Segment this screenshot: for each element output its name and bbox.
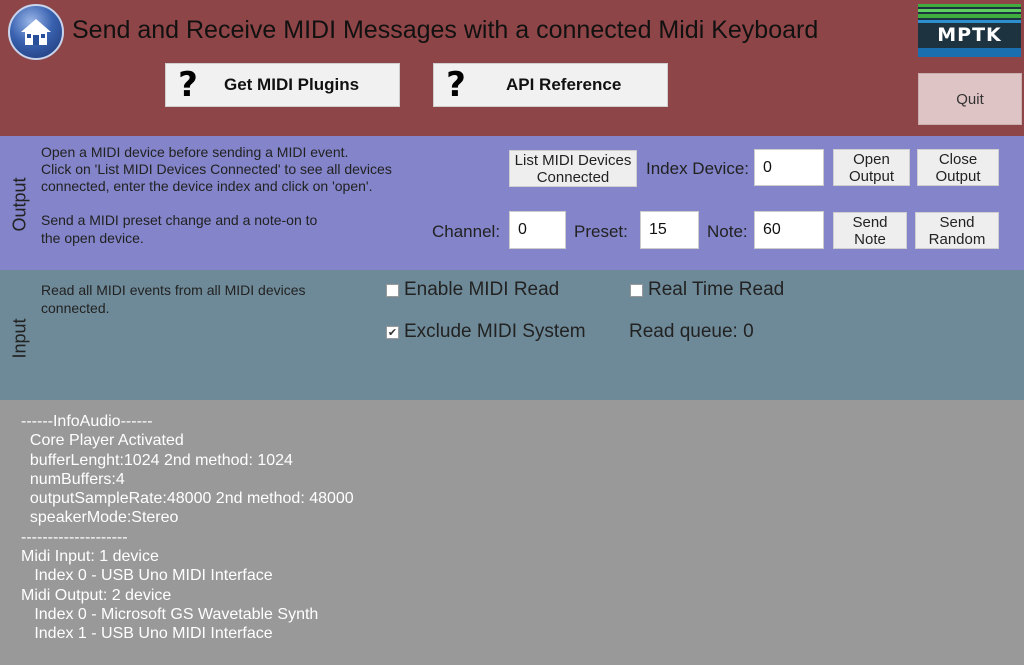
preset-input[interactable]: 15 — [640, 211, 699, 249]
info-log-line: speakerMode:Stereo — [21, 509, 179, 527]
button-label: Open — [853, 150, 890, 168]
output-help-line: Open a MIDI device before sending a MIDI… — [41, 144, 349, 160]
button-label: Output — [935, 167, 981, 185]
input-help-line: Read all MIDI events from all MIDI devic… — [41, 282, 306, 298]
list-midi-devices-button[interactable]: List MIDI Devices Connected — [509, 150, 637, 187]
api-reference-label: API Reference — [506, 75, 622, 94]
index-device-label: Index Device: — [646, 159, 749, 178]
note-input[interactable]: 60 — [754, 211, 824, 249]
home-button[interactable] — [8, 4, 64, 60]
output-help-line: Click on 'List MIDI Devices Connected' t… — [41, 161, 392, 177]
quit-button[interactable]: Quit — [918, 73, 1022, 125]
info-panel: ------InfoAudio------ Core Player Activa… — [0, 400, 1024, 665]
output-panel: Output Open a MIDI device before sending… — [0, 136, 1024, 270]
enable-midi-read-toggle[interactable]: Enable MIDI Read — [386, 279, 559, 301]
get-midi-plugins-label: Get MIDI Plugins — [224, 75, 360, 94]
read-queue-status: Read queue: 0 — [629, 321, 754, 342]
question-icon: ? — [178, 65, 198, 105]
real-time-read-toggle[interactable]: Real Time Read — [630, 279, 784, 301]
output-section-label: Output — [9, 177, 30, 232]
preset-label: Preset: — [574, 222, 628, 241]
channel-input[interactable]: 0 — [509, 211, 566, 249]
info-log-line: bufferLenght:1024 2nd method: 1024 — [21, 451, 293, 469]
output-help-line: Send a MIDI preset change and a note-on … — [41, 212, 318, 228]
input-section-label: Input — [9, 318, 30, 359]
info-log-line: Index 0 - Microsoft GS Wavetable Synth — [21, 605, 319, 623]
button-label: List MIDI Devices — [514, 151, 632, 169]
real-time-read-label: Real Time Read — [648, 279, 785, 300]
send-note-button[interactable]: Send Note — [833, 212, 907, 249]
button-label: Connected — [536, 168, 610, 186]
info-log-line: Midi Input: 1 device — [21, 548, 159, 566]
question-icon: ? — [446, 65, 466, 105]
button-label: Random — [928, 230, 986, 248]
channel-label: Channel: — [432, 222, 501, 241]
exclude-midi-system-label: Exclude MIDI System — [404, 321, 586, 342]
button-label: Close — [938, 150, 978, 168]
info-log-line: Index 0 - USB Uno MIDI Interface — [21, 567, 273, 585]
enable-midi-read-checkbox[interactable] — [386, 283, 399, 297]
info-log-line: numBuffers:4 — [21, 470, 125, 488]
exclude-midi-system-checkbox[interactable]: ✔ — [386, 325, 399, 339]
open-output-button[interactable]: Open Output — [833, 149, 910, 186]
button-label: Note — [854, 230, 886, 248]
info-log-line: Index 1 - USB Uno MIDI Interface — [21, 625, 273, 643]
input-help-line: connected. — [41, 300, 110, 316]
info-log-line: Midi Output: 2 device — [21, 586, 172, 604]
info-log: ------InfoAudio------ Core Player Activa… — [21, 412, 354, 644]
close-output-button[interactable]: Close Output — [917, 149, 999, 186]
output-help-line: connected, enter the device index and cl… — [41, 178, 373, 194]
button-label: Send — [939, 213, 975, 231]
real-time-read-checkbox[interactable] — [630, 283, 643, 297]
button-label: Send — [852, 213, 888, 231]
info-log-line: -------------------- — [21, 528, 128, 546]
enable-midi-read-label: Enable MIDI Read — [404, 279, 560, 300]
index-device-input[interactable]: 0 — [754, 149, 824, 186]
header-bar: Send and Receive MIDI Messages with a co… — [0, 0, 1024, 136]
info-log-line: outputSampleRate:48000 2nd method: 48000 — [21, 490, 354, 508]
api-reference-button[interactable]: ? API Reference — [433, 63, 668, 107]
home-icon — [21, 19, 51, 45]
info-log-line: ------InfoAudio------ — [21, 413, 153, 430]
get-midi-plugins-button[interactable]: ? Get MIDI Plugins — [165, 63, 400, 107]
info-log-line: Core Player Activated — [21, 432, 184, 450]
mptk-logo: MPTK — [918, 4, 1021, 57]
exclude-midi-system-toggle[interactable]: ✔ Exclude MIDI System — [386, 321, 586, 343]
button-label: Output — [848, 167, 895, 185]
input-panel: Input Read all MIDI events from all MIDI… — [0, 270, 1024, 400]
output-help-line: the open device. — [41, 230, 144, 246]
logo-text: MPTK — [937, 24, 1002, 46]
note-label: Note: — [707, 222, 748, 241]
page-title: Send and Receive MIDI Messages with a co… — [72, 16, 819, 44]
send-random-button[interactable]: Send Random — [915, 212, 999, 249]
